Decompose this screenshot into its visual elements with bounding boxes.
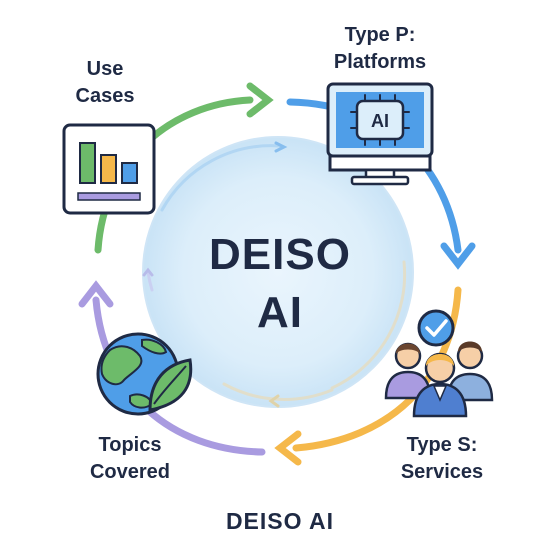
team-check-icon <box>384 309 494 418</box>
platforms-line2: Platforms <box>333 51 427 73</box>
ai-monitor-icon <box>326 82 434 186</box>
green-arrowhead <box>246 82 274 118</box>
use-cases-label: Use Cases <box>70 56 140 110</box>
bar-chart-icon <box>62 123 156 215</box>
footer-title: DEISO AI <box>225 508 335 534</box>
purple-arrowhead <box>78 280 114 308</box>
use-cases-line1: Use <box>86 58 124 80</box>
globe-leaf-icon <box>96 332 193 416</box>
orange-arrowhead <box>274 430 302 466</box>
center-title: DEISO AI <box>170 226 390 342</box>
topics-label: Topics Covered <box>70 432 190 486</box>
services-label: Type S: Services <box>382 432 502 486</box>
use-cases-line2: Cases <box>75 85 135 107</box>
services-line1: Type S: <box>406 434 478 456</box>
platforms-label: Type P: Platforms <box>310 22 450 76</box>
services-line2: Services <box>400 461 484 483</box>
blue-arrowhead <box>440 242 476 270</box>
center-title-line2: AI <box>257 288 303 337</box>
inner-ring <box>142 141 407 408</box>
ai-screen-text: AI <box>371 111 389 131</box>
topics-line2: Covered <box>89 461 171 483</box>
center-title-line1: DEISO <box>209 230 351 279</box>
platforms-line1: Type P: <box>344 24 416 46</box>
topics-line1: Topics <box>98 434 162 456</box>
